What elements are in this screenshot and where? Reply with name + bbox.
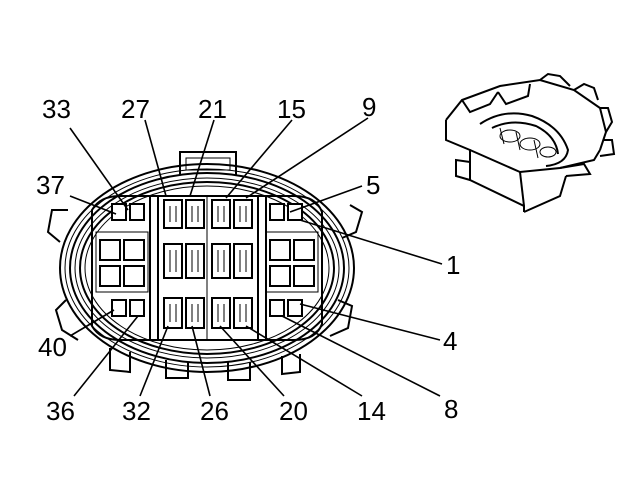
pin-label-5: 5 — [366, 170, 380, 200]
top-lock-tab — [179, 151, 237, 175]
bottom-foot-left — [109, 348, 131, 374]
pin-label-37: 37 — [36, 170, 65, 200]
leader-37 — [69, 195, 117, 215]
connector-isometric-view — [445, 72, 616, 213]
leader-21 — [189, 119, 215, 197]
leader-lines — [69, 117, 443, 397]
leader-32 — [139, 325, 169, 397]
left-ear — [46, 209, 68, 243]
lower-left-ear — [54, 299, 79, 341]
iso-body-top — [445, 78, 608, 151]
pin-label-33: 33 — [42, 94, 71, 124]
leader-36 — [73, 315, 139, 397]
terminal-insert — [91, 195, 323, 341]
pin-label-32: 32 — [122, 396, 151, 426]
right-cavity-group — [265, 203, 319, 317]
pin-label-4: 4 — [443, 326, 457, 356]
pin-label-20: 20 — [279, 396, 308, 426]
pin-label-40: 40 — [38, 332, 67, 362]
leader-33 — [69, 127, 129, 211]
leader-8 — [281, 315, 441, 397]
leader-1 — [299, 219, 443, 265]
left-cavity-group — [95, 203, 149, 317]
leader-5 — [289, 185, 363, 213]
pin-label-36: 36 — [46, 396, 75, 426]
pin-labels: 33 27 21 15 9 37 5 1 4 8 40 36 32 26 20 … — [36, 92, 460, 426]
pin-label-9: 9 — [362, 92, 376, 122]
pin-label-27: 27 — [121, 94, 150, 124]
pin-label-21: 21 — [198, 94, 227, 124]
connector-face — [46, 151, 364, 381]
leader-20 — [219, 325, 285, 397]
pin-label-14: 14 — [357, 396, 386, 426]
leader-4 — [299, 303, 441, 341]
leader-14 — [245, 325, 363, 397]
leader-9 — [245, 117, 369, 199]
pin-label-15: 15 — [277, 94, 306, 124]
leader-26 — [191, 325, 211, 397]
seal-outer — [59, 163, 355, 373]
pin-label-26: 26 — [200, 396, 229, 426]
leader-27 — [144, 119, 167, 197]
leader-15 — [225, 119, 293, 199]
pin-label-8: 8 — [444, 394, 458, 424]
pin-label-1: 1 — [446, 250, 460, 280]
leader-40 — [69, 309, 115, 337]
bottom-foot-mid — [165, 360, 189, 379]
center-cavity-group — [163, 199, 253, 329]
